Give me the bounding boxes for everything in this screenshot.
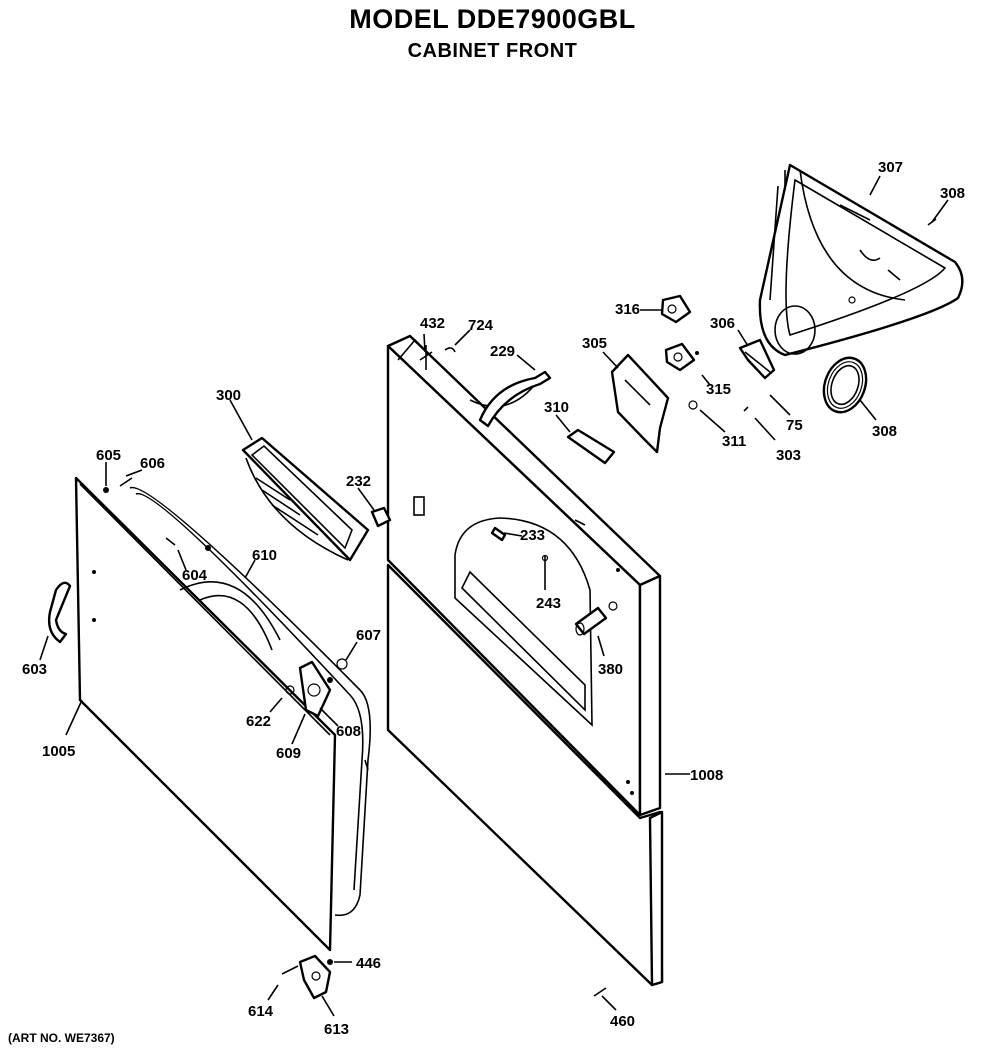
- label-604: 604: [182, 567, 208, 584]
- label-606: 606: [140, 455, 165, 472]
- label-460: 460: [610, 1013, 635, 1030]
- label-380: 380: [598, 661, 623, 678]
- label-232: 232: [346, 473, 371, 490]
- label-310: 310: [544, 399, 569, 416]
- label-308-ring: 308: [872, 423, 897, 440]
- label-610: 610: [252, 547, 277, 564]
- label-315: 315: [706, 381, 731, 398]
- label-300: 300: [216, 387, 241, 404]
- label-308-top: 308: [940, 185, 965, 202]
- label-607: 607: [356, 627, 381, 644]
- hinge-part-613: [298, 954, 332, 1000]
- label-446: 446: [356, 955, 381, 972]
- bulkhead-part-307: [758, 163, 964, 357]
- label-307: 307: [878, 159, 903, 176]
- label-311: 311: [722, 433, 746, 450]
- diagram-subtitle: CABINET FRONT: [407, 40, 578, 62]
- label-603: 603: [22, 661, 47, 678]
- label-614: 614: [248, 1003, 274, 1020]
- label-605: 605: [96, 447, 121, 464]
- fastener-part-232: [370, 506, 392, 528]
- hinge-part-608: [298, 660, 332, 718]
- label-609: 609: [276, 745, 301, 762]
- label-316: 316: [615, 301, 640, 318]
- handle-part-603: [47, 581, 72, 644]
- hardware-cluster-upper-right: [660, 218, 937, 412]
- lint-filter-part-300: [241, 436, 370, 562]
- label-608: 608: [336, 723, 361, 740]
- seal-ring-part-308: [822, 356, 868, 414]
- fastener-part-233: [490, 526, 507, 542]
- door-liner-part-610: [129, 486, 372, 917]
- label-243: 243: [536, 595, 561, 612]
- label-622: 622: [246, 713, 271, 730]
- label-724: 724: [468, 317, 494, 334]
- switch-part-380: [574, 601, 618, 636]
- label-233: 233: [520, 527, 545, 544]
- label-1008: 1008: [690, 767, 723, 784]
- label-306: 306: [710, 315, 735, 332]
- leader-lines: [39, 175, 949, 1017]
- label-613: 613: [324, 1021, 349, 1038]
- label-75: 75: [786, 417, 803, 434]
- bracket-part-310: [566, 428, 616, 465]
- front-panel-part-1008: [386, 334, 664, 987]
- cable-part-229: [478, 370, 552, 428]
- bracket-part-305: [610, 353, 670, 454]
- label-229: 229: [490, 343, 515, 360]
- art-number: (ART NO. WE7367): [8, 1031, 115, 1045]
- label-305: 305: [582, 335, 607, 352]
- label-303: 303: [776, 447, 801, 464]
- label-432: 432: [420, 315, 445, 332]
- diagram-title: MODEL DDE7900GBL: [349, 4, 636, 34]
- label-1005: 1005: [42, 743, 75, 760]
